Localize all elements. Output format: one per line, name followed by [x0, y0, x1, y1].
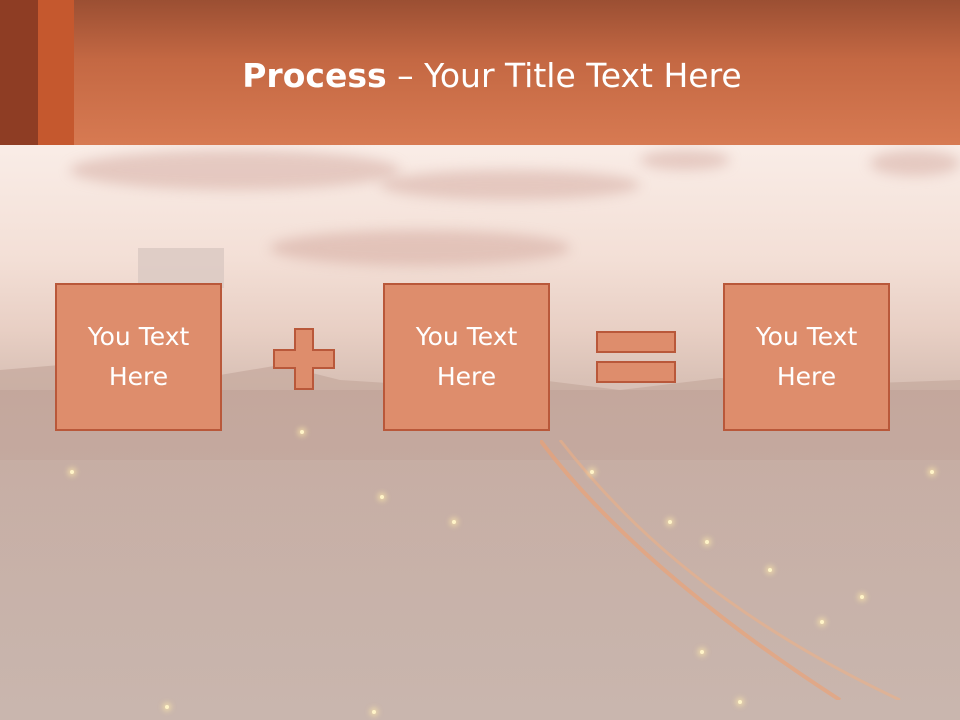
- process-box-3-text: You Text Here: [755, 322, 858, 391]
- city-light: [300, 430, 304, 434]
- process-box-3[interactable]: You Text Here: [723, 283, 890, 431]
- lit-road: [540, 440, 901, 700]
- city-light: [452, 520, 456, 524]
- building: [138, 248, 224, 288]
- city-light: [380, 495, 384, 499]
- city-light: [820, 620, 824, 624]
- cloud: [870, 150, 960, 176]
- equals-icon: [596, 331, 676, 383]
- process-box-2-text: You Text Here: [415, 322, 518, 391]
- city-light: [590, 470, 594, 474]
- title-bold: Process: [242, 56, 387, 95]
- city-light: [705, 540, 709, 544]
- city-lights-area: [0, 390, 960, 720]
- process-box-1[interactable]: You Text Here: [55, 283, 222, 431]
- title-rest: – Your Title Text Here: [386, 56, 742, 95]
- cloud: [270, 230, 570, 266]
- header-accent-stripe: [0, 0, 38, 145]
- cloud: [380, 170, 640, 200]
- city-light: [738, 700, 742, 704]
- city-light: [372, 710, 376, 714]
- city-light: [668, 520, 672, 524]
- process-box-1-text: You Text Here: [87, 322, 190, 391]
- slide-title[interactable]: Process – Your Title Text Here: [0, 56, 960, 95]
- city-light: [70, 470, 74, 474]
- city-light: [700, 650, 704, 654]
- city-light: [860, 595, 864, 599]
- city-light: [768, 568, 772, 572]
- plus-icon: [273, 328, 335, 390]
- title-header: Process – Your Title Text Here: [0, 0, 960, 145]
- header-accent-stripe: [38, 0, 74, 145]
- city-light: [165, 705, 169, 709]
- process-box-2[interactable]: You Text Here: [383, 283, 550, 431]
- city-light: [930, 470, 934, 474]
- cloud: [70, 150, 400, 190]
- cloud: [640, 150, 730, 170]
